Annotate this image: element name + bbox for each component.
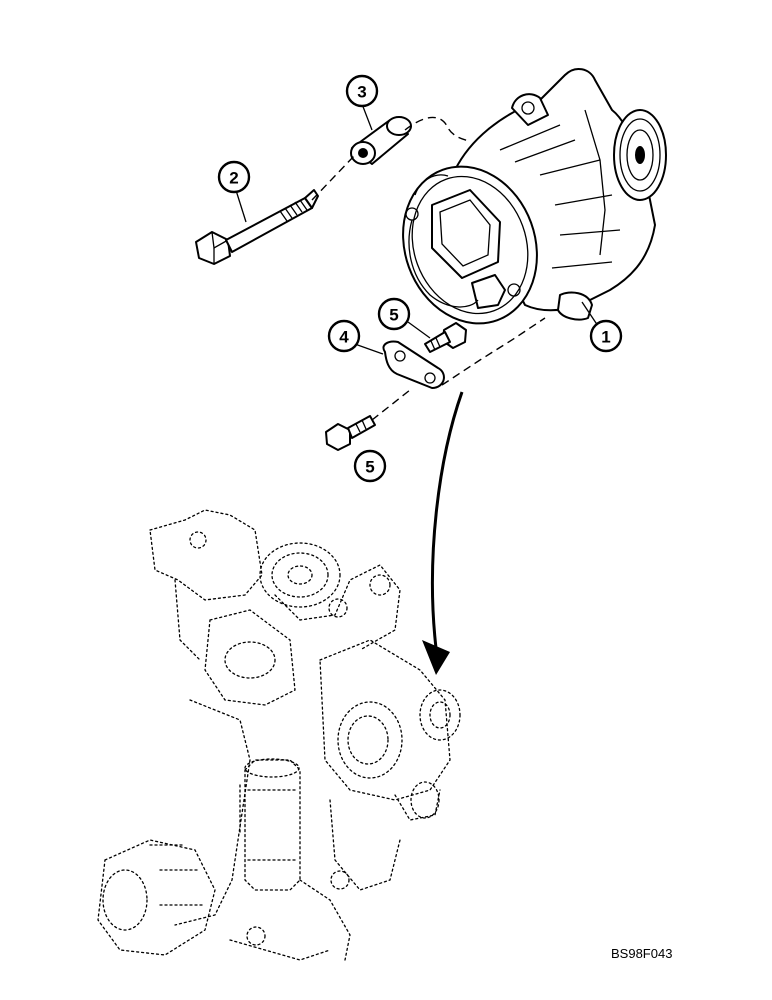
assembly-line-bolt (311, 154, 356, 201)
assembly-line-spacer (404, 116, 471, 143)
leader-line-3 (361, 103, 373, 131)
callout-5-lower: 5 (353, 449, 387, 483)
assembly-line-lower (371, 317, 546, 421)
alternator (402, 68, 667, 327)
callout-2: 2 (217, 160, 251, 194)
alternator-pulley (613, 109, 667, 201)
callout-4: 4 (327, 319, 361, 353)
short-bolt-upper (424, 322, 467, 353)
engine-block (97, 509, 461, 961)
mounting-plate (382, 340, 445, 389)
short-bolt-lower (325, 415, 376, 451)
spacer-sleeve (350, 116, 412, 165)
callout-5-upper: 5 (377, 297, 411, 331)
callout-2-label: 2 (229, 169, 238, 188)
reference-code: BS98F043 (611, 946, 672, 961)
callout-5-lower-label: 5 (365, 458, 374, 477)
callout-3-label: 3 (357, 83, 366, 102)
callout-3: 3 (345, 74, 379, 108)
leader-line-5-upper (407, 321, 431, 339)
long-bolt (195, 189, 319, 265)
callout-4-label: 4 (339, 328, 349, 347)
callout-1-label: 1 (601, 328, 610, 347)
callout-5-upper-label: 5 (389, 306, 398, 325)
callout-1: 1 (589, 319, 623, 353)
curved-arrow (422, 391, 464, 675)
